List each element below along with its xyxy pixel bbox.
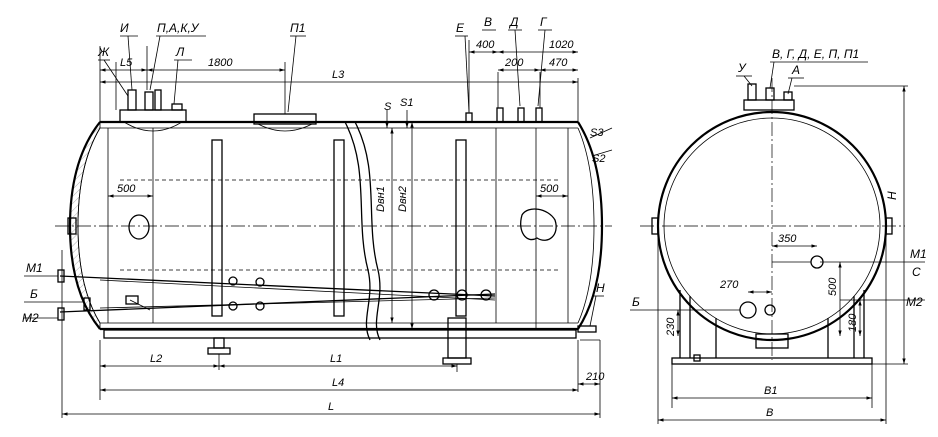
nozzle-label-m1: М1 [26,261,43,275]
side-dim-h: Н [885,191,899,200]
side-dim-b: В [766,407,773,419]
front-view: И П,А,К,У П1 Е В Д Г Ж Л М1 Б М2 Н L5 18… [22,15,613,418]
internal-supports [152,121,537,341]
bottom-saddle [103,317,600,365]
dim-1020: 1020 [549,39,574,51]
side-label-m2: М2 [906,295,923,309]
side-label-b: Б [632,295,640,309]
side-saddle [671,290,873,365]
nozzle-label-l: Л [175,45,185,59]
side-dim-230: 230 [665,317,677,337]
side-label-u: У [737,61,747,75]
dim-l1: L1 [330,353,342,365]
dim-l2: L2 [150,353,162,365]
dim-500-right: 500 [540,183,559,195]
side-view: В, Г, Д, Е, П, П1 У А М1 С М2 Б 350 270 … [630,47,927,424]
dim-210: 210 [585,371,605,383]
nozzle-label-i: И [120,21,129,35]
nozzle-label-g: Г [540,15,548,29]
side-dim-b1: В1 [764,385,777,397]
side-dimensions [630,61,925,424]
dim-500-left: 500 [117,183,136,195]
dim-s: S [384,101,392,113]
dim-400: 400 [476,39,495,51]
dim-dvn2: Dвн2 [397,186,409,212]
front-inner-dimensions [108,110,613,329]
dim-l3: L3 [332,69,345,81]
nozzle-label-pakyu: П,А,К,У [157,21,200,35]
dim-l5: L5 [120,57,133,69]
dim-l4: L4 [332,377,344,389]
nozzle-label-d: Д [508,15,519,29]
side-label-c: С [912,265,921,279]
dim-1800: 1800 [208,57,233,69]
side-label-a: А [791,63,800,77]
nozzle-label-m2: М2 [22,311,39,325]
nozzle-label-v: В [484,15,492,29]
dim-s1: S1 [400,97,413,109]
dim-470: 470 [549,57,568,69]
nozzle-label-n: Н [596,281,605,295]
front-leaders [24,29,604,327]
indicator-pipes [57,269,496,321]
dim-s2: S2 [592,153,605,165]
nozzle-label-p1: П1 [290,21,305,35]
dim-200: 200 [504,57,524,69]
side-dim-270: 270 [719,279,739,291]
front-bottom-dimensions [61,250,601,418]
side-dim-180: 180 [847,313,859,332]
side-label-top-group: В, Г, Д, Е, П, П1 [772,47,859,61]
manholes [67,208,557,241]
dim-dvn1: Dвн1 [375,186,387,212]
nozzle-label-e: Е [456,21,465,35]
side-label-m1: М1 [910,247,927,261]
top-nozzles [119,72,543,132]
dim-s3: S3 [590,127,604,139]
side-dim-350: 350 [778,233,797,245]
front-top-dimensions [99,40,579,122]
nozzle-label-b: Б [30,287,38,301]
nozzle-label-zh: Ж [97,45,110,59]
side-dim-500: 500 [827,277,839,296]
dim-l: L [328,401,334,413]
